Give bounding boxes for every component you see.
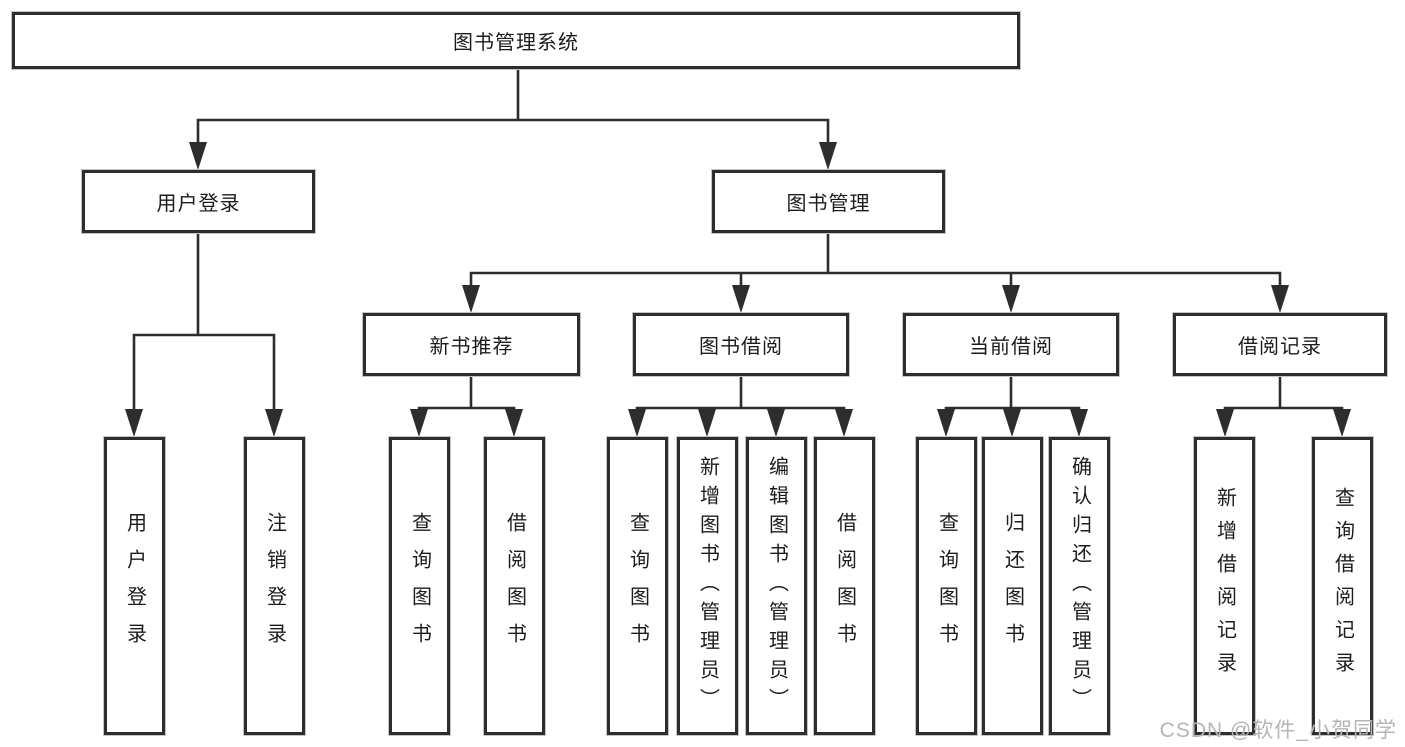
leaf-edit-books-admin: 编辑图书（管理员） — [746, 437, 807, 735]
leaf-label: 查询图书 — [626, 512, 649, 660]
node-user-login: 用户登录 — [82, 170, 315, 233]
leaf-borrow-books: 借阅图书 — [814, 437, 875, 735]
node-label: 用户登录 — [156, 193, 241, 215]
leaf-label: 编辑图书（管理员） — [765, 455, 788, 717]
leaf-borrow-books: 借阅图书 — [484, 437, 545, 735]
leaf-label: 查询借阅记录 — [1331, 487, 1354, 685]
leaf-label: 查询图书 — [408, 512, 431, 660]
node-new-book-recommend: 新书推荐 — [363, 313, 580, 376]
node-label: 当前借阅 — [969, 336, 1053, 358]
node-label: 借阅记录 — [1238, 336, 1322, 358]
node-book-management: 图书管理 — [712, 170, 945, 233]
leaf-query-borrow-record: 查询借阅记录 — [1312, 437, 1373, 735]
leaf-add-borrow-record: 新增借阅记录 — [1194, 437, 1255, 735]
leaf-label: 查询图书 — [935, 512, 958, 660]
leaf-label: 确认归还（管理员） — [1068, 455, 1091, 717]
node-root-label: 图书管理系统 — [453, 32, 579, 54]
node-borrowing-records: 借阅记录 — [1173, 313, 1387, 376]
leaf-query-books: 查询图书 — [916, 437, 977, 735]
leaf-label: 借阅图书 — [503, 512, 526, 660]
csdn-watermark: CSDN @软件_小贺同学 — [1159, 719, 1397, 742]
leaf-query-books: 查询图书 — [607, 437, 668, 735]
leaf-user-login: 用户登录 — [104, 437, 165, 735]
leaf-label: 注销登录 — [263, 512, 286, 660]
leaf-label: 用户登录 — [123, 512, 146, 660]
node-label: 图书管理 — [786, 193, 871, 215]
node-book-borrowing: 图书借阅 — [633, 313, 849, 376]
leaf-return-books: 归还图书 — [982, 437, 1043, 735]
leaf-logout: 注销登录 — [244, 437, 305, 735]
leaf-add-books-admin: 新增图书（管理员） — [677, 437, 738, 735]
leaf-label: 归还图书 — [1001, 512, 1024, 660]
leaf-label: 新增图书（管理员） — [696, 455, 719, 717]
node-root-system: 图书管理系统 — [12, 12, 1020, 69]
leaf-query-books: 查询图书 — [389, 437, 450, 735]
node-label: 新书推荐 — [429, 336, 514, 358]
node-label: 图书借阅 — [699, 336, 783, 358]
leaf-label: 新增借阅记录 — [1213, 487, 1236, 685]
leaf-confirm-return-admin: 确认归还（管理员） — [1049, 437, 1110, 735]
node-current-borrowing: 当前借阅 — [903, 313, 1119, 376]
leaf-label: 借阅图书 — [833, 512, 856, 660]
